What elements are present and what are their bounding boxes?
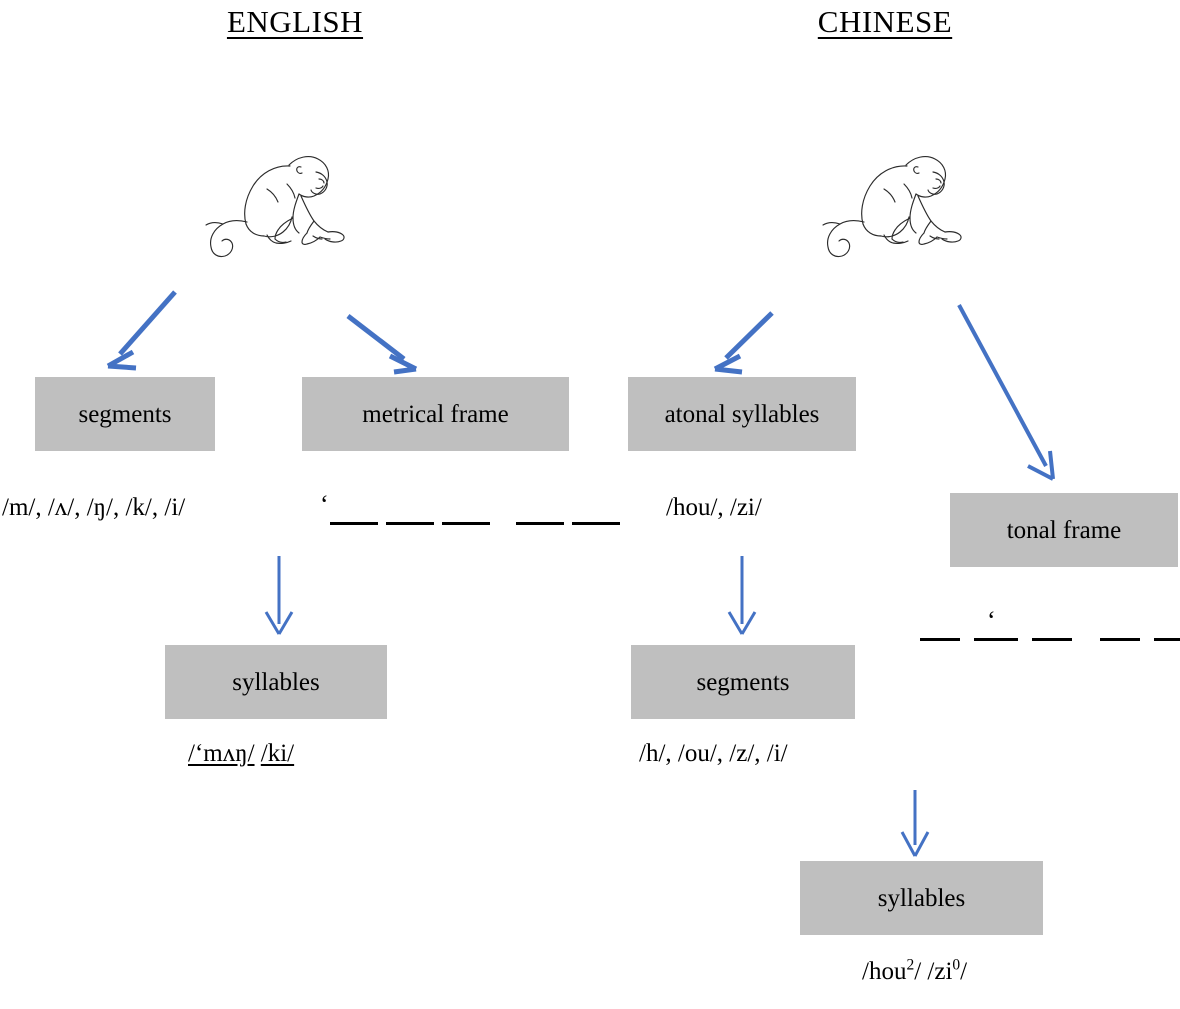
box-english-syllables[interactable]: syllables [165,645,387,719]
box-chinese-tonal-frame[interactable]: tonal frame [950,493,1178,567]
frame-tick [330,522,378,525]
arrow-english-to-segments [106,290,177,371]
transcription-english-segments: /m/, /ʌ/, /ŋ/, /k/, /i/ [2,494,186,521]
arrow-atonal-syllables-to-segments [727,556,757,635]
frame-tick [1154,638,1180,641]
monkey-illustration-chinese [800,132,968,260]
column-title-english: ENGLISH [226,4,364,39]
transcription-english-syllable-2: /ki/ [260,740,295,767]
transcription-chinese-middle: / /zi [914,958,953,985]
stress-mark-icon: ‘ [987,606,996,635]
tone-number-1: 2 [906,956,915,974]
tone-number-2: 0 [952,956,961,974]
box-chinese-syllables[interactable]: syllables [800,861,1043,935]
transcription-chinese-segments: /h/, /ou/, /z/, /i/ [639,740,788,767]
transcription-chinese-syllables: /hou2/ /zi0/ [862,956,968,987]
arrow-segments-to-syllables [900,790,930,857]
stress-mark-icon: ‘ [320,490,329,519]
frame-tick [516,522,564,525]
arrow-chinese-to-tonal-frame [957,304,1055,481]
frame-tick [1032,638,1072,641]
transcription-english-syllables: /‘mʌŋ/ /ki/ [188,740,294,769]
transcription-english-syllable-1: /‘mʌŋ/ [188,740,255,767]
box-english-metrical-frame[interactable]: metrical frame [302,377,569,451]
box-chinese-segments[interactable]: segments [631,645,855,719]
frame-tick [572,522,620,525]
frame-tick [386,522,434,525]
box-english-segments[interactable]: segments [35,377,215,451]
frame-tick [442,522,490,525]
arrow-english-to-metrical-frame [346,314,418,375]
transcription-chinese-atonal-syllables: /hou/, /zi/ [666,494,762,521]
column-title-chinese: CHINESE [817,4,953,39]
frame-tick [974,638,1018,641]
frame-tick [1100,638,1140,641]
transcription-chinese-syllable-1-base: /hou [862,958,907,985]
arrow-metrical-frame-to-syllables [264,556,294,635]
frame-tick [920,638,960,641]
monkey-illustration-english [183,132,351,260]
arrow-chinese-to-atonal-syllables [713,311,774,375]
transcription-chinese-end: / [960,958,968,985]
box-chinese-atonal-syllables[interactable]: atonal syllables [628,377,856,451]
